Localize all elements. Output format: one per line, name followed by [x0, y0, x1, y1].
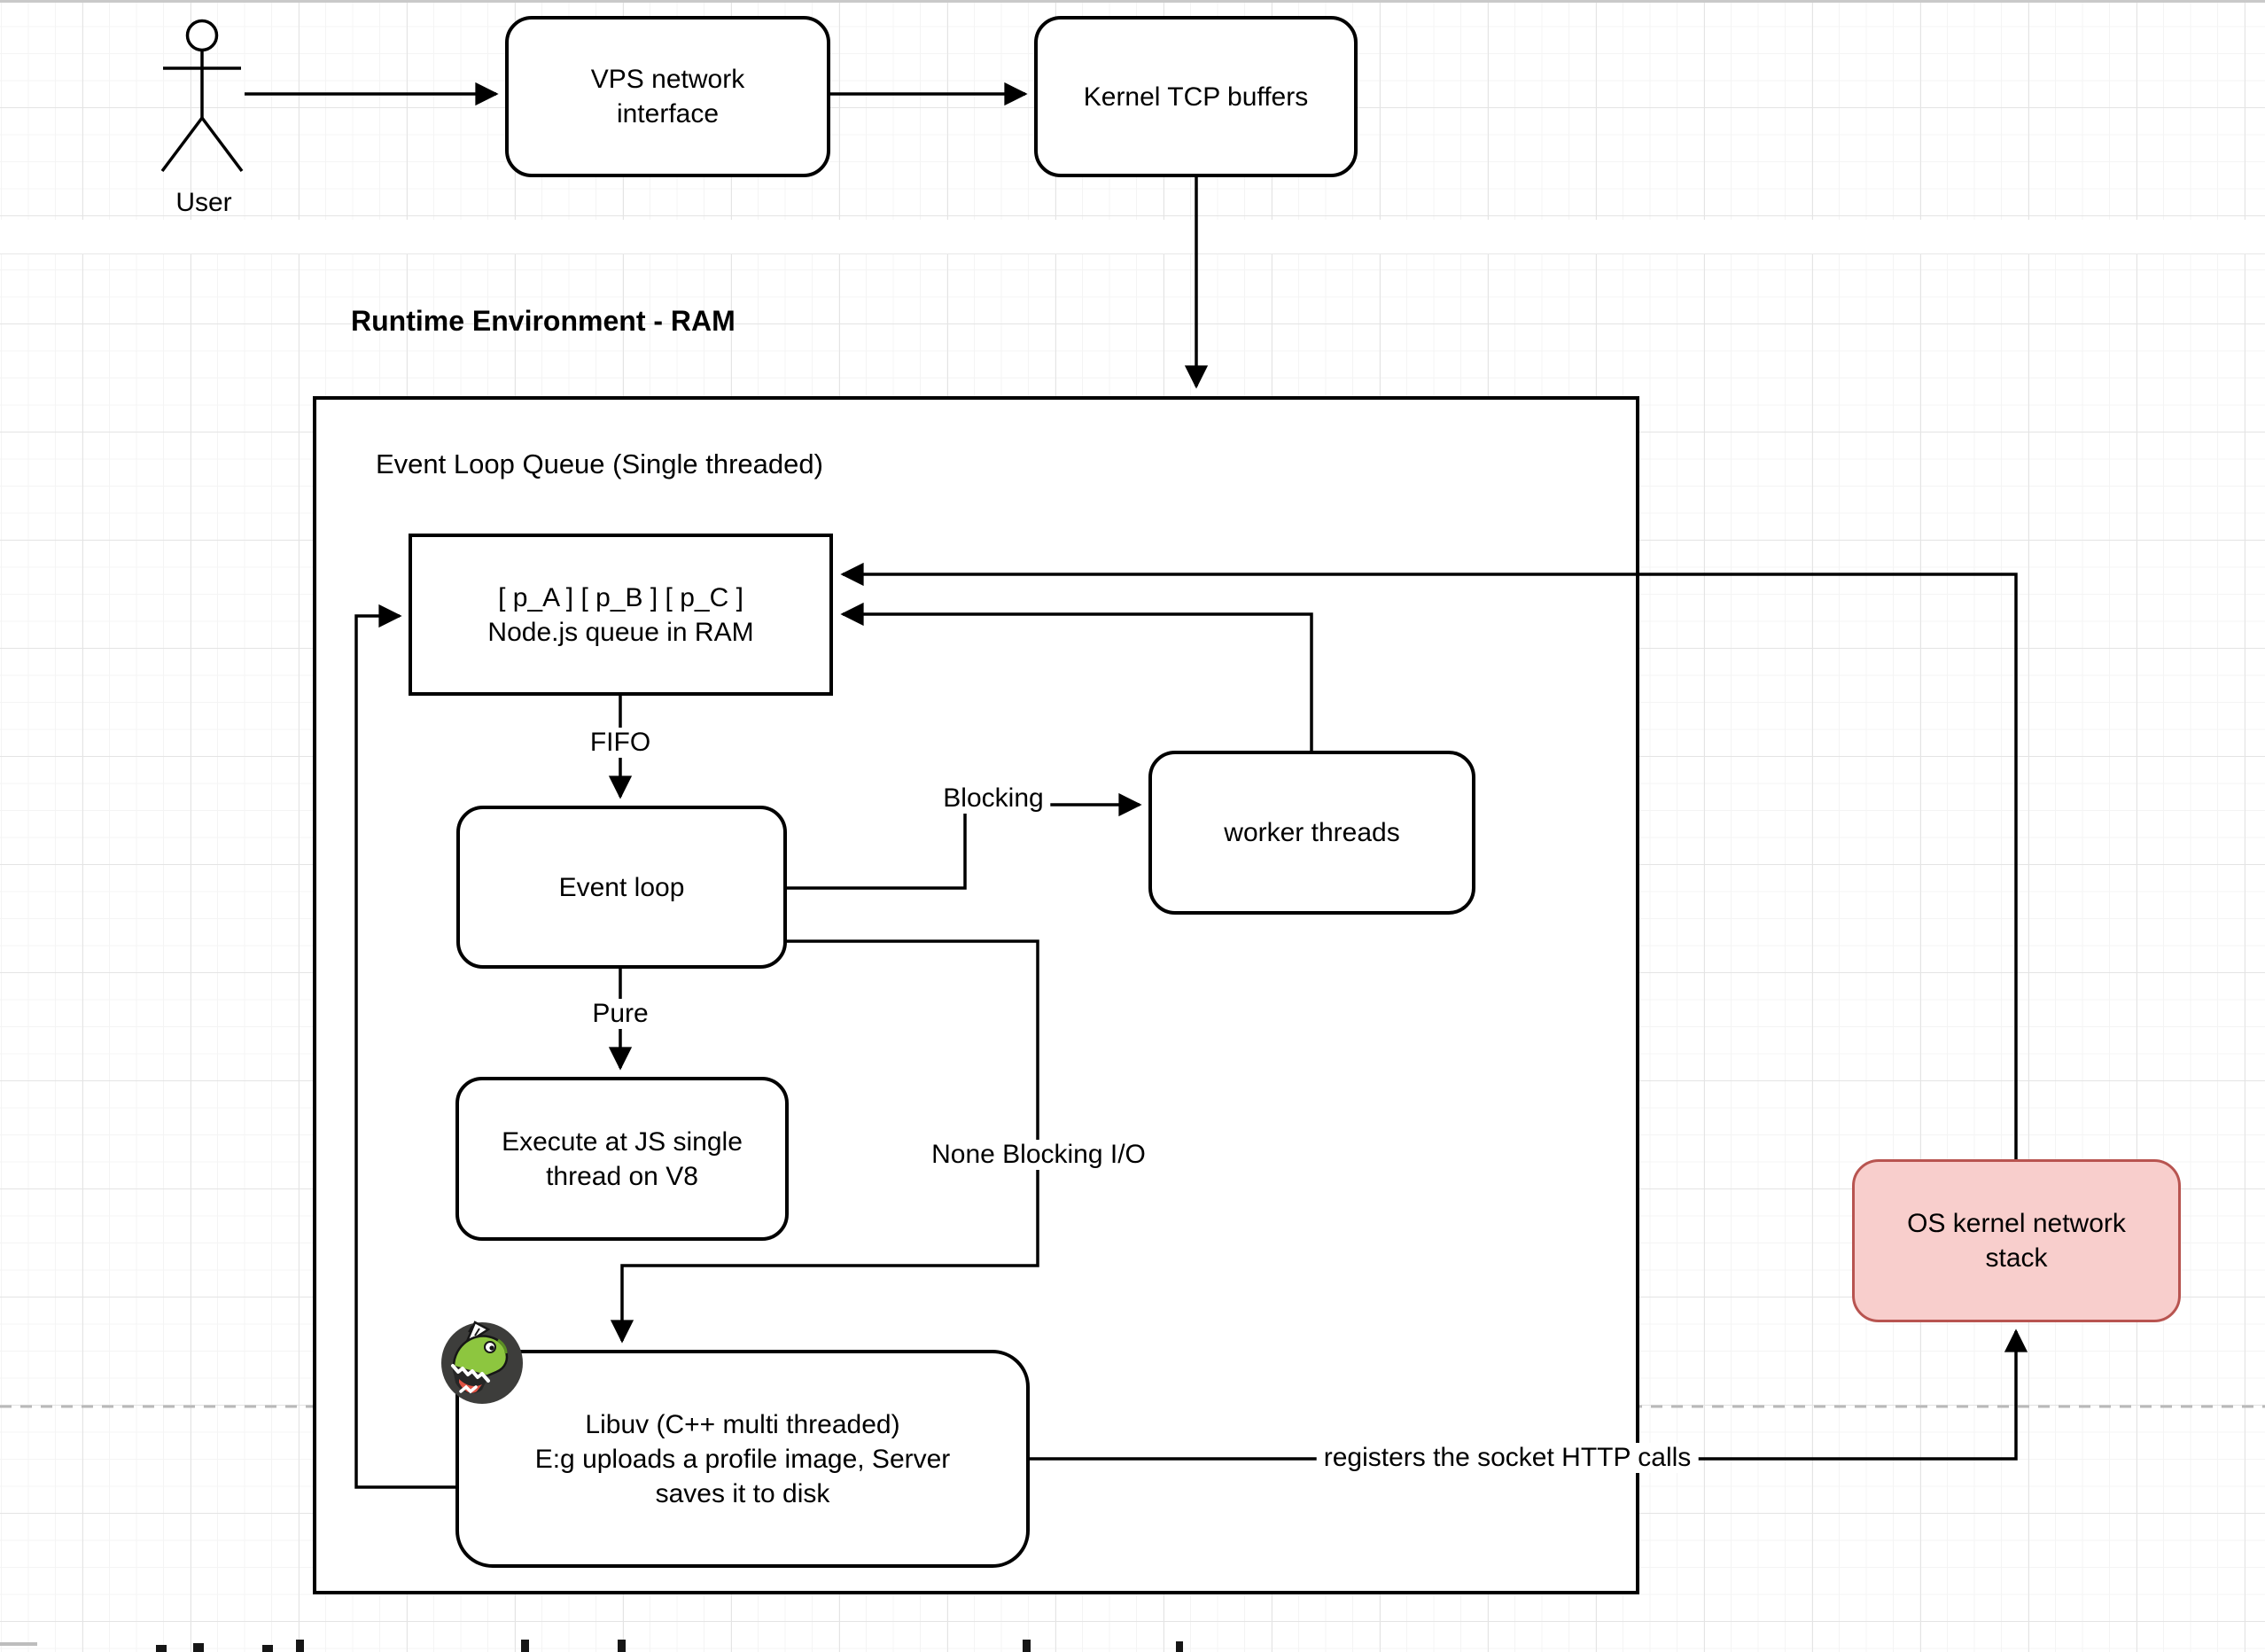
node-vps-network-interface[interactable]: VPS network interface — [505, 16, 830, 177]
node-worker-threads[interactable]: worker threads — [1148, 751, 1475, 915]
page-boundary-band — [0, 220, 2265, 254]
node-os-kernel[interactable]: OS kernel network stack — [1852, 1159, 2181, 1322]
node-libuv[interactable]: Libuv (C++ multi threaded) E:g uploads a… — [455, 1350, 1030, 1568]
edge-label-fifo: FIFO — [582, 728, 658, 758]
event-loop-queue-container-label: Event Loop Queue (Single threaded) — [376, 448, 823, 479]
node-event-loop[interactable]: Event loop — [456, 806, 787, 969]
node-kernel-tcp-buffers[interactable]: Kernel TCP buffers — [1034, 16, 1358, 177]
edge-label-registers-socket-http: registers the socket HTTP calls — [1316, 1443, 1699, 1473]
node-nodejs-queue-in-ram[interactable]: [ p_A ] [ p_B ] [ p_C ] Node.js queue in… — [409, 534, 833, 696]
libuv-dinosaur-icon — [441, 1321, 523, 1404]
edge-label-pure: Pure — [585, 999, 656, 1029]
user-actor-icon[interactable] — [142, 9, 266, 186]
runtime-environment-title: Runtime Environment - RAM — [351, 305, 736, 337]
window-top-edge — [0, 0, 2265, 3]
user-label: User — [175, 188, 232, 217]
node-execute-js-v8[interactable]: Execute at JS single thread on V8 — [455, 1077, 789, 1241]
edge-label-blocking: Blocking — [936, 783, 1051, 814]
edge-label-none-blocking-io: None Blocking I/O — [924, 1140, 1153, 1170]
